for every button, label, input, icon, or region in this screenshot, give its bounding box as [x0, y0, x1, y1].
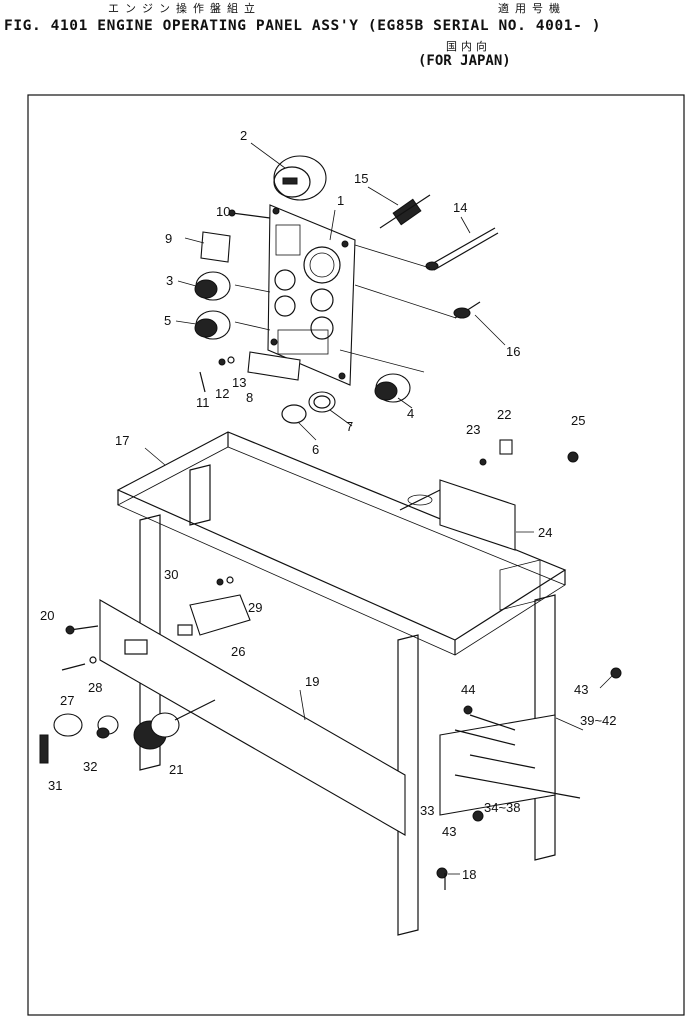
drawing-frame: [27, 94, 685, 1016]
callout-32: 32: [83, 759, 97, 774]
front-panel-19: [99, 599, 406, 836]
leader-lines: [144, 142, 613, 875]
callout-9: 9: [165, 231, 172, 246]
callout-31: 31: [48, 778, 62, 793]
callout-7: 7: [346, 419, 353, 434]
screw-10: [231, 212, 271, 219]
fitting-22: [499, 439, 513, 455]
gauge-2: [273, 155, 327, 201]
bolt-43-lower: [472, 810, 484, 822]
frame-17: [116, 431, 567, 936]
key-switch-31: [39, 713, 83, 764]
callout-10: 10: [216, 204, 230, 219]
plug-25: [567, 451, 579, 463]
bolt-20: [69, 625, 99, 631]
nut-29: [226, 576, 234, 584]
bezel-7: [308, 391, 336, 413]
figure-title: FIG. 4101 ENGINE OPERATING PANEL ASS'Y (…: [4, 18, 602, 34]
callout-30: 30: [164, 567, 178, 582]
cover-24: [439, 479, 516, 551]
switch-21: [133, 699, 216, 750]
gauge-5: [194, 310, 231, 340]
callout-3: 3: [166, 273, 173, 288]
switch-32: [96, 715, 119, 739]
nut-23: [479, 458, 487, 466]
gasket-9: [200, 231, 231, 263]
callout-44: 44: [461, 682, 475, 697]
callout-11: 11: [196, 395, 210, 410]
o-ring-6: [281, 404, 307, 424]
callout-20: 20: [40, 608, 54, 623]
callout-29: 29: [248, 600, 262, 615]
callout-15: 15: [354, 171, 368, 186]
callout-43-lower: 43: [442, 824, 456, 839]
callout-4: 4: [407, 406, 414, 421]
callout-12: 12: [215, 386, 229, 401]
cable-14: [425, 227, 499, 271]
washer-30: [216, 578, 224, 586]
name-plate-8: [247, 351, 301, 381]
japanese-region: 国内向: [446, 40, 491, 53]
sender-16: [453, 301, 481, 319]
callout-5: 5: [164, 313, 171, 328]
japanese-applicable-label: 適用号機: [498, 2, 566, 15]
callout-27: 27: [60, 693, 74, 708]
callout-43-upper: 43: [574, 682, 588, 697]
callout-24: 24: [538, 525, 552, 540]
callout-25: 25: [571, 413, 585, 428]
callout-26: 26: [231, 644, 245, 659]
gauge-4: [374, 373, 411, 403]
callout-6: 6: [312, 442, 319, 457]
sensor-15: [379, 194, 431, 229]
bolt-27: [61, 663, 86, 671]
callout-labels: 1 2 3 4 5 6 7 8 9 10 11 12 13 14 15 16 1…: [40, 128, 617, 882]
japanese-title: エンジン操作盤組立: [108, 2, 261, 15]
callout-17: 17: [115, 433, 129, 448]
bolt-43-upper: [610, 667, 622, 679]
callout-14: 14: [453, 200, 467, 215]
callout-28: 28: [88, 680, 102, 695]
callout-1: 1: [337, 193, 344, 208]
clip-44: [463, 705, 473, 715]
bracket-33: [439, 714, 556, 816]
callout-33: 33: [420, 803, 434, 818]
callout-2: 2: [240, 128, 247, 143]
callout-34-38: 34~38: [484, 800, 521, 815]
callout-22: 22: [497, 407, 511, 422]
callout-16: 16: [506, 344, 520, 359]
callout-18: 18: [462, 867, 476, 882]
callout-39-42: 39~42: [580, 713, 617, 728]
screw-11: [199, 371, 206, 393]
instrument-panel: [267, 204, 356, 386]
callout-13: 13: [232, 375, 246, 390]
callout-8: 8: [246, 390, 253, 405]
gauge-3: [194, 271, 231, 301]
washer-28: [89, 656, 97, 664]
callout-19: 19: [305, 674, 319, 689]
callout-21: 21: [169, 762, 183, 777]
callout-23: 23: [466, 422, 480, 437]
region-label: (FOR JAPAN): [418, 53, 511, 69]
relay-26: [189, 594, 251, 636]
